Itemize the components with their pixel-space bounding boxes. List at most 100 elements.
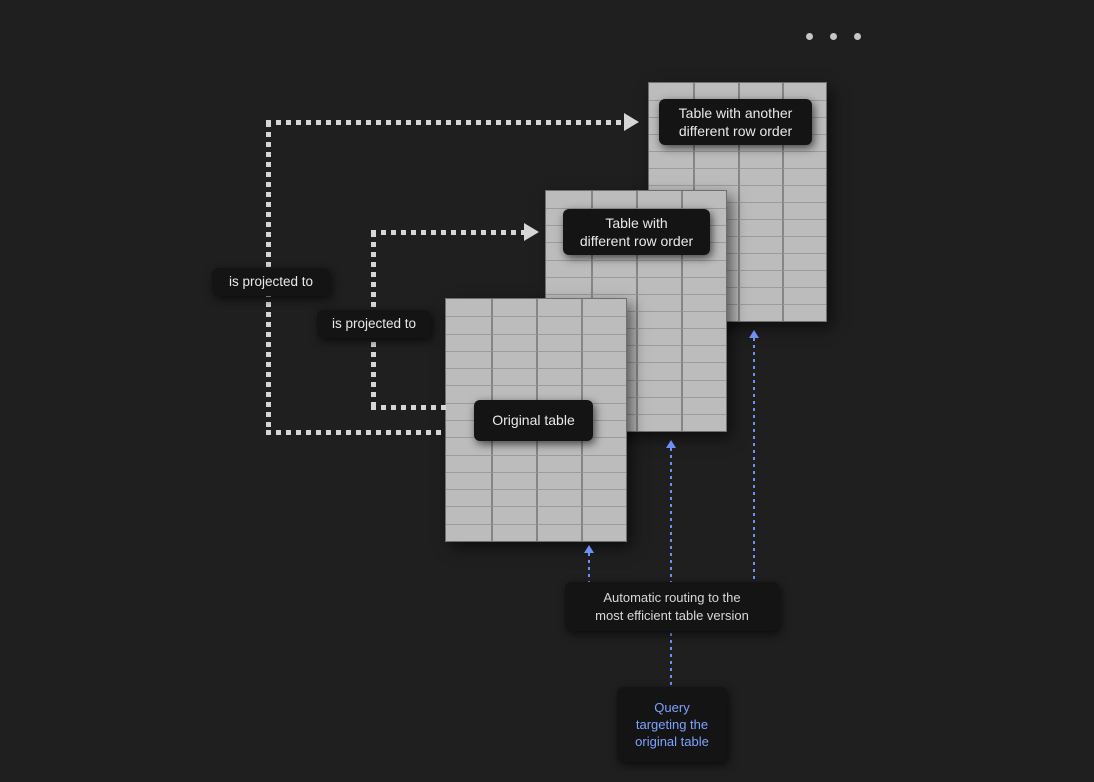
table-cell [649,185,694,202]
table-cell [581,471,626,490]
routing-arrowhead-another-icon [749,330,759,338]
table-cell [636,379,681,397]
table-cell [536,368,581,386]
table-cell [446,523,491,541]
ellipsis-dots [806,33,861,40]
table-cell [649,168,694,185]
table-cell [446,368,491,385]
table-cell [536,471,581,490]
table-cell [737,219,782,236]
table-cell [681,413,726,431]
table-cell [681,328,726,346]
table-cell [536,454,581,472]
table-cell [693,151,738,168]
table-cell [636,362,681,380]
table-cell [737,83,782,100]
table-cell [681,259,726,277]
table-cell [636,191,681,209]
table-cell [781,83,826,100]
table-cell [581,385,626,403]
table-cell [737,202,782,219]
connector-different-top [371,230,524,235]
table-cell [546,191,591,208]
table-cell [737,151,782,168]
table-cell [536,316,581,334]
table-cell [681,379,726,397]
table-cell [446,420,491,437]
table-cell [781,151,826,168]
table-cell [649,83,693,100]
table-cell [446,350,491,368]
table-cell [681,310,726,329]
table-cell [491,523,536,541]
table-cell [737,253,782,270]
table-cell [546,293,591,311]
ellipsis-dot-icon [830,33,837,40]
table-cell [581,350,626,369]
connector-another-top [266,120,624,125]
routing-line-different [670,448,672,583]
table-cell [737,287,782,304]
table-label-different: Table with different row order [563,209,710,255]
table-cell [581,368,626,386]
table-cell [491,299,536,317]
table-cell [491,333,536,351]
table-cell [781,304,826,321]
table-cell [591,191,636,209]
table-cell [649,151,694,168]
table-cell [491,385,536,403]
table-cell [491,350,536,369]
arrowhead-another-icon [624,113,639,131]
table-cell [781,185,826,202]
table-cell [546,276,591,294]
table-cell [581,437,626,455]
table-cell [491,368,536,386]
table-cell [446,385,491,402]
table-cell [636,259,681,277]
table-cell [491,316,536,334]
table-cell [536,489,581,507]
table-cell [581,489,626,507]
table-cell [636,293,681,311]
table-cell [536,506,581,524]
query-to-routing-line [670,633,672,687]
table-cell [446,437,491,454]
routing-note: Automatic routing to the most efficient … [565,582,779,631]
ellipsis-dot-icon [806,33,813,40]
table-cell [446,506,491,523]
table-cell [581,299,626,317]
table-cell [737,270,782,287]
table-label-another: Table with another different row order [659,99,812,145]
table-label-original: Original table [474,400,593,441]
table-cell [693,83,737,100]
table-cell [446,299,491,316]
table-cell [581,454,626,472]
table-cell [491,454,536,472]
table-cell [681,191,726,209]
table-cell [491,471,536,490]
table-cell [737,168,782,185]
table-cell [781,168,826,185]
table-cell [536,299,581,317]
table-cell [636,396,681,414]
table-cell [681,345,726,363]
table-cell [446,402,491,420]
table-cell [536,333,581,351]
table-cell [446,489,491,506]
edge-label-is-projected-to-2: is projected to [317,310,431,338]
table-cell [446,471,491,489]
routing-line-another [753,338,755,583]
table-cell [781,253,826,270]
table-cell [681,362,726,380]
table-cell [781,270,826,287]
table-cell [536,523,581,541]
table-cell [446,454,491,472]
table-cell [681,276,726,294]
table-cell [737,236,782,253]
routing-arrowhead-different-icon [666,440,676,448]
table-cell [681,396,726,414]
query-note: Query targeting the original table [617,687,727,762]
table-cell [636,328,681,346]
connector-another-bottom [266,430,446,435]
